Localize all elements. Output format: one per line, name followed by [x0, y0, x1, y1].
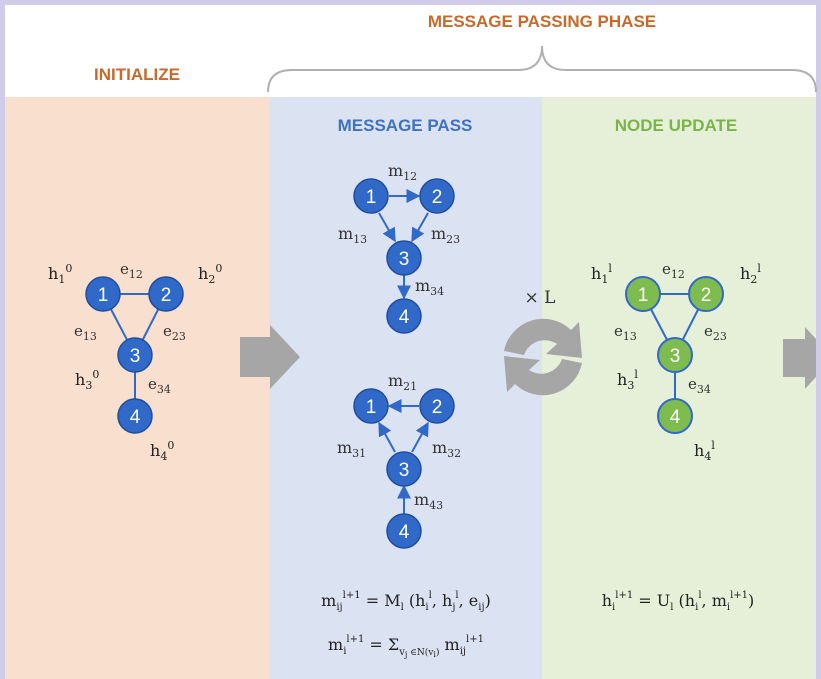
update-e12-label: e12	[662, 260, 685, 281]
message-pass-panel	[269, 97, 542, 679]
top-node-4: 4	[386, 298, 422, 334]
continue-arrow	[783, 327, 816, 389]
svg-text:3: 3	[670, 346, 681, 367]
svg-text:2: 2	[432, 187, 443, 208]
svg-text:2: 2	[701, 285, 712, 306]
phase-brace	[267, 45, 817, 93]
init-node-3: 3	[117, 337, 153, 373]
init-e13-label: e13	[74, 322, 97, 343]
top-node-2: 2	[419, 178, 455, 214]
svg-text:4: 4	[399, 307, 410, 328]
initialize-panel	[5, 97, 269, 679]
m34-label: m34	[415, 276, 444, 298]
update-node-4: 4	[657, 398, 693, 434]
svg-text:3: 3	[130, 346, 141, 367]
aggregate-formula: mil+1 = Σvj ∈N(vi) mijl+1	[328, 634, 484, 659]
message-pass-top-graph: 1 2 3 4 m12 m13 m23 m34	[338, 161, 460, 334]
update-formula: hil+1 = Ul (hil, mil+1)	[602, 590, 755, 613]
init-h3-label: h30	[75, 368, 99, 392]
m13-label: m13	[338, 224, 367, 246]
node-update-header: NODE UPDATE	[615, 116, 737, 135]
svg-text:4: 4	[130, 407, 141, 428]
update-e23-label: e23	[704, 322, 727, 343]
init-e34-label: e34	[148, 375, 171, 396]
bottom-node-1: 1	[353, 388, 389, 424]
svg-text:3: 3	[399, 460, 410, 481]
update-h4-label: h4l	[694, 439, 715, 463]
initialize-header: INITIALIZE	[94, 65, 180, 84]
message-passing-phase-header: MESSAGE PASSING PHASE	[428, 12, 656, 31]
m23-label: m23	[431, 224, 460, 246]
top-node-3: 3	[386, 240, 422, 276]
m12-label: m12	[388, 161, 417, 183]
update-e13-label: e13	[614, 322, 637, 343]
repeat-count-label: × L	[525, 288, 556, 308]
svg-text:1: 1	[638, 285, 649, 306]
svg-text:1: 1	[366, 187, 377, 208]
message-formula: mijl+1 = Ml (hil, hjl, eij)	[321, 590, 491, 613]
init-node-2: 2	[148, 276, 184, 312]
init-h1-label: h10	[48, 262, 72, 286]
svg-text:2: 2	[161, 285, 172, 306]
svg-text:4: 4	[399, 522, 410, 543]
svg-text:1: 1	[98, 285, 109, 306]
update-h2-label: h2l	[740, 262, 761, 286]
svg-text:3: 3	[399, 249, 410, 270]
m32-label: m32	[432, 438, 461, 460]
update-node-1: 1	[625, 276, 661, 312]
m31-label: m31	[337, 438, 366, 460]
init-node-1: 1	[85, 276, 121, 312]
update-h1-label: h1l	[591, 262, 612, 286]
message-pass-header: MESSAGE PASS	[338, 116, 473, 135]
node-update-panel	[542, 97, 816, 679]
next-step-arrow	[240, 325, 300, 389]
bottom-node-4: 4	[386, 513, 422, 549]
bottom-node-2: 2	[419, 388, 455, 424]
m21-label: m21	[388, 371, 417, 393]
svg-text:1: 1	[366, 397, 377, 418]
top-node-1: 1	[353, 178, 389, 214]
update-node-2: 2	[688, 276, 724, 312]
update-e34-label: e34	[688, 375, 711, 396]
svg-text:2: 2	[432, 397, 443, 418]
initialize-graph: 1 2 3 4 h10 h20 h30 h40 e12 e13 e23 e34	[48, 260, 222, 463]
update-h3-label: h3l	[617, 368, 638, 392]
refresh-cycle-icon	[504, 318, 582, 396]
node-update-graph: 1 2 3 4 h1l h2l h3l h4l e12 e13 e23 e34	[591, 260, 761, 463]
svg-text:4: 4	[670, 407, 681, 428]
init-e12-label: e12	[120, 260, 143, 281]
m43-label: m43	[414, 490, 443, 512]
init-h2-label: h20	[198, 262, 222, 286]
init-e23-label: e23	[163, 322, 186, 343]
message-pass-bottom-graph: 1 2 3 4 m21 m31 m32 m43	[337, 371, 461, 549]
init-node-4: 4	[117, 398, 153, 434]
bottom-node-3: 3	[386, 451, 422, 487]
update-node-3: 3	[657, 337, 693, 373]
init-h4-label: h40	[150, 439, 174, 463]
